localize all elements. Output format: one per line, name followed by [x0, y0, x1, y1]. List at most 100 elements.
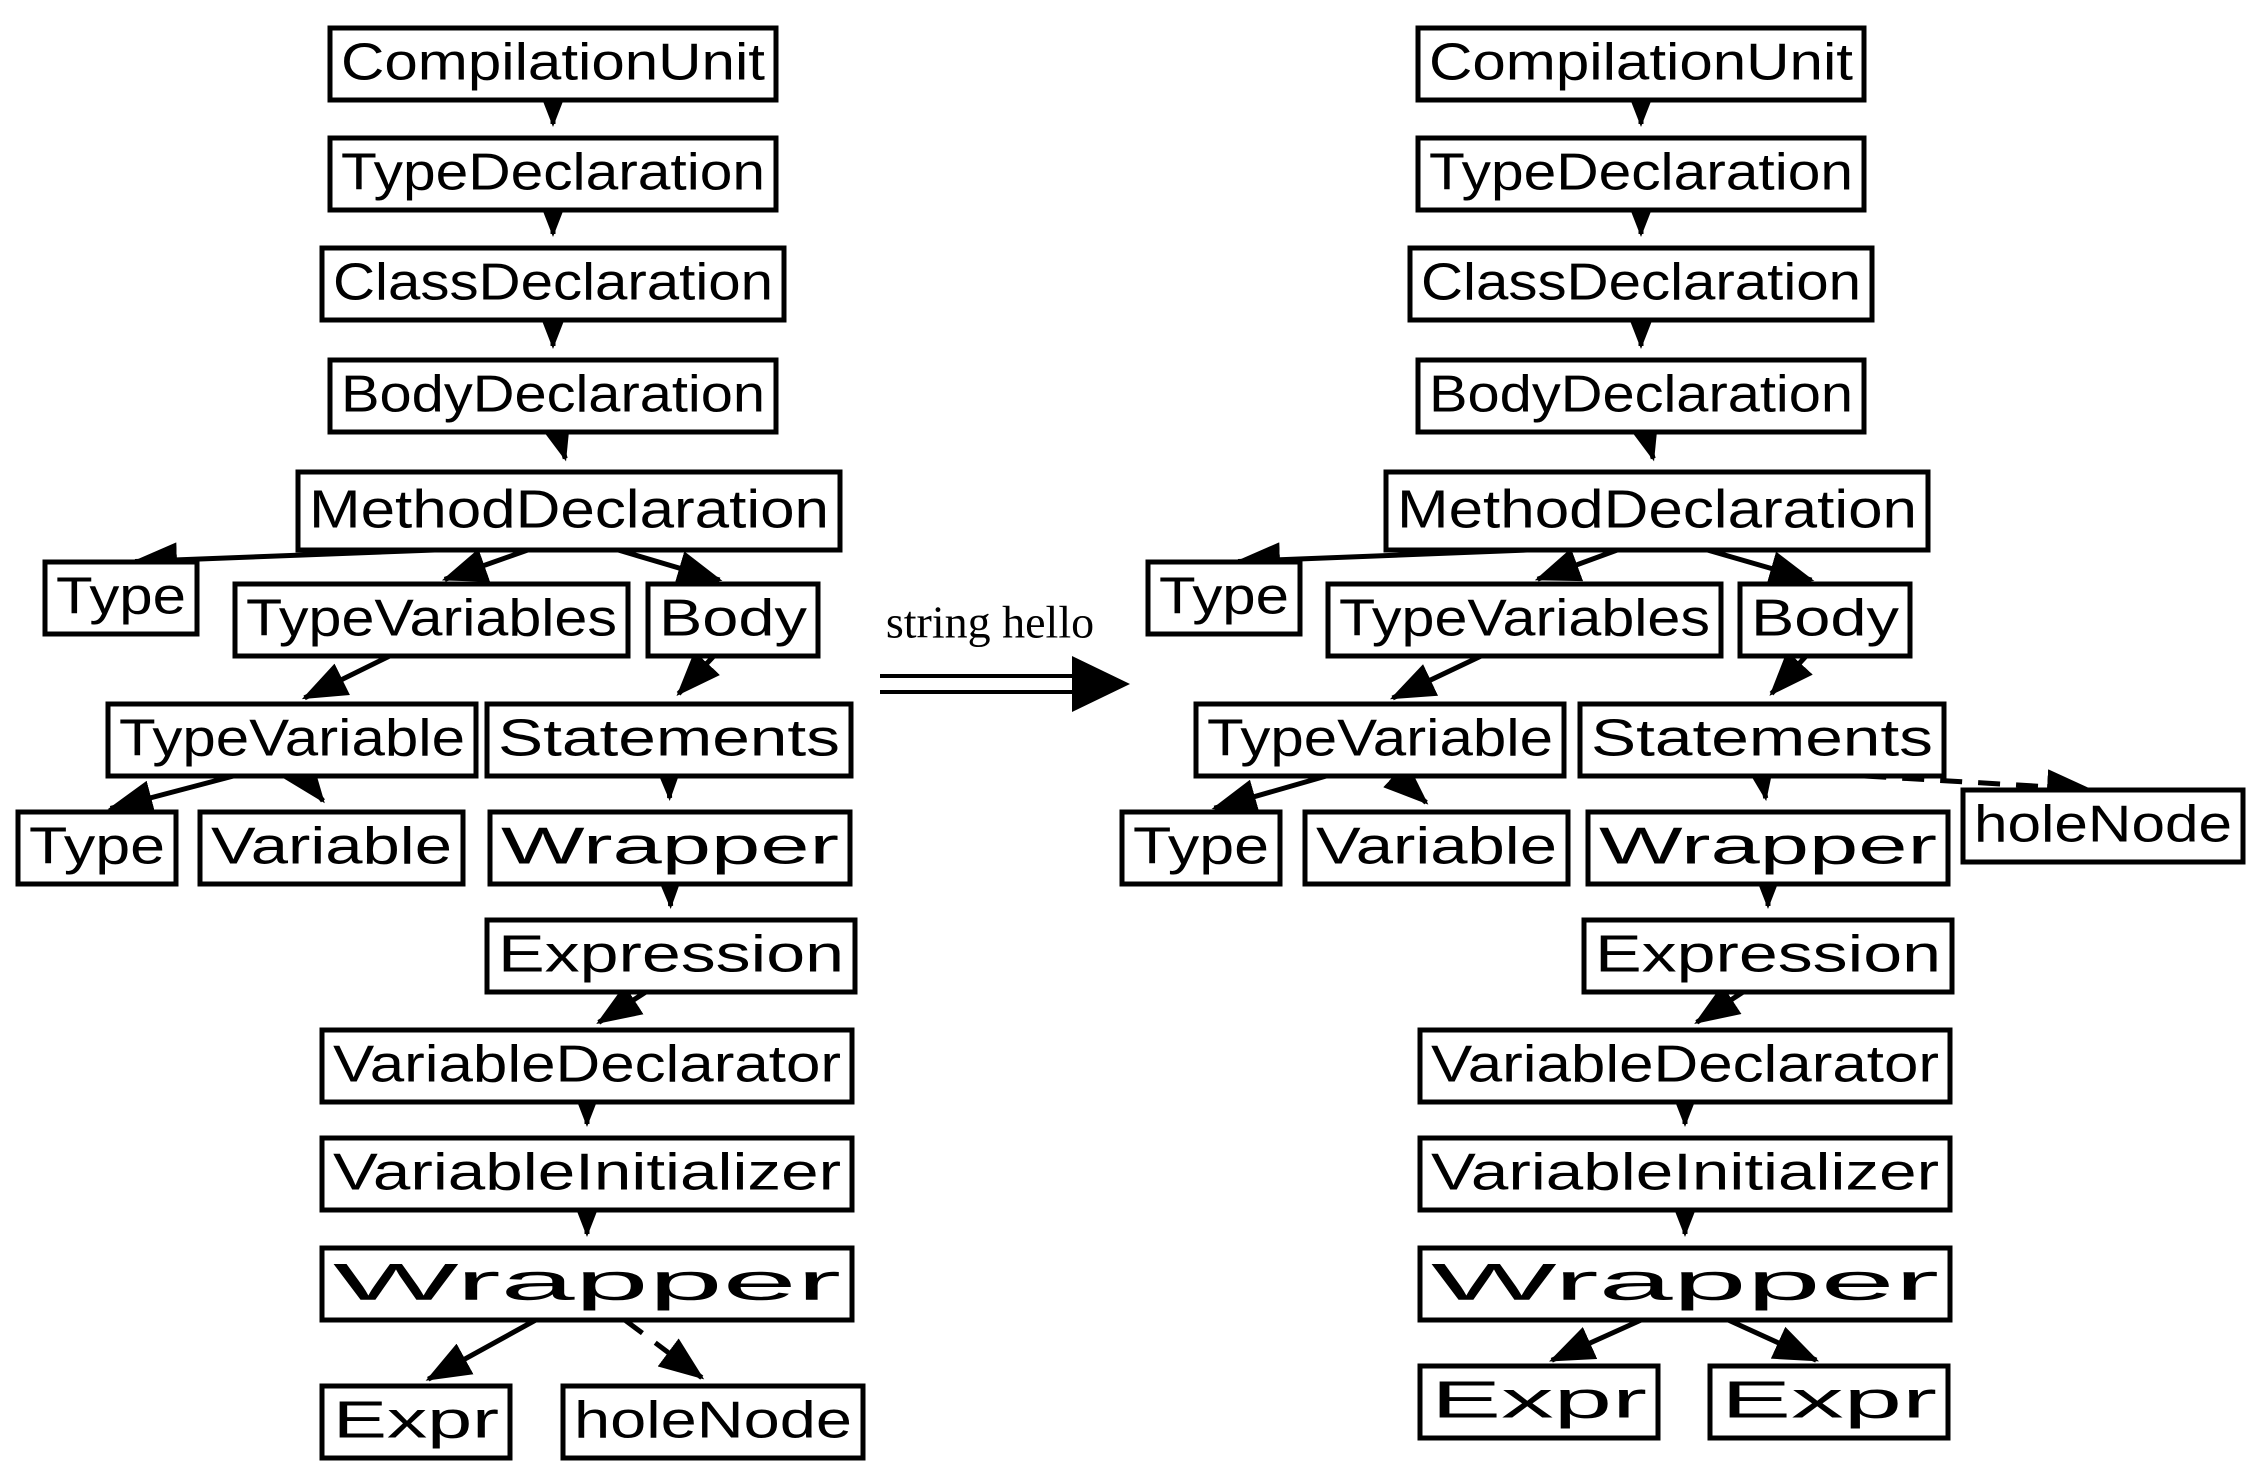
node-label: Wrapper — [501, 818, 839, 876]
node-label: VariableDeclarator — [333, 1036, 841, 1094]
node-type-declaration[interactable]: TypeDeclaration — [1415, 135, 1867, 213]
node-statements[interactable]: Statements — [484, 701, 854, 779]
node-method-declaration[interactable]: MethodDeclaration — [295, 469, 843, 553]
node-expression[interactable]: Expression — [484, 917, 858, 995]
node-wrapper[interactable]: Wrapper — [1417, 1245, 1953, 1323]
node-label: holeNode — [1974, 796, 2232, 854]
node-box — [1302, 809, 1571, 887]
node-label: Expr — [1431, 1372, 1647, 1430]
node-label: ClassDeclaration — [333, 254, 773, 312]
edge-statements-to-wrapper — [650, 755, 686, 802]
node-type-variable[interactable]: TypeVariable — [1193, 701, 1567, 779]
node-body[interactable]: Body — [645, 581, 821, 659]
node-label: Body — [659, 590, 807, 648]
node-box — [1707, 1363, 1951, 1441]
node-box — [484, 701, 854, 779]
node-variable-initializer[interactable]: VariableInitializer — [319, 1135, 855, 1213]
node-label: TypeDeclaration — [1429, 144, 1853, 202]
node-expression[interactable]: Expression — [1581, 917, 1955, 995]
node-variable[interactable]: Variable — [1302, 809, 1571, 887]
node-label: CompilationUnit — [341, 34, 766, 92]
node-hole-node[interactable]: holeNode — [1960, 787, 2246, 865]
node-label: Type — [29, 818, 165, 876]
node-label: TypeVariables — [246, 590, 617, 648]
node-type-variables[interactable]: TypeVariables — [1325, 581, 1724, 659]
node-body-declaration[interactable]: BodyDeclaration — [1415, 357, 1867, 435]
node-variable-declarator[interactable]: VariableDeclarator — [1417, 1027, 1953, 1105]
node-type-declaration[interactable]: TypeDeclaration — [327, 135, 779, 213]
node-box — [1415, 25, 1867, 103]
edge-type-variable-to-type — [107, 773, 235, 815]
node-type-variables[interactable]: TypeVariables — [232, 581, 631, 659]
node-box — [327, 357, 779, 435]
node-label: BodyDeclaration — [341, 366, 765, 424]
node-body-declaration[interactable]: BodyDeclaration — [327, 357, 779, 435]
node-box — [319, 1135, 855, 1213]
node-label: Wrapper — [333, 1254, 841, 1312]
node-wrapper[interactable]: Wrapper — [319, 1245, 855, 1323]
node-box — [1960, 787, 2246, 865]
node-variable[interactable]: Variable — [197, 809, 466, 887]
node-box — [1581, 917, 1955, 995]
node-type[interactable]: Type — [15, 809, 179, 887]
node-body[interactable]: Body — [1737, 581, 1913, 659]
node-label: TypeDeclaration — [341, 144, 765, 202]
node-label: Expression — [498, 926, 844, 984]
node-wrapper[interactable]: Wrapper — [487, 809, 853, 887]
edge-type-variables-to-type-variable — [1389, 653, 1483, 701]
node-box — [1415, 135, 1867, 213]
node-label: TypeVariable — [119, 710, 465, 768]
edge-expression-to-variable-declarator — [596, 984, 648, 1025]
node-box — [645, 581, 821, 659]
node-label: Body — [1751, 590, 1899, 648]
node-statements[interactable]: Statements — [1577, 701, 1947, 779]
edge-wrapper-to-expr — [1549, 1317, 1643, 1363]
node-label: Variable — [211, 818, 452, 876]
node-label: ClassDeclaration — [1421, 254, 1861, 312]
edge-body-declaration-to-method-declaration — [537, 413, 571, 462]
edge-type-variable-to-variable — [283, 756, 325, 804]
node-box — [15, 809, 179, 887]
edge-method-declaration-to-body — [617, 547, 723, 585]
node-label: Statements — [498, 710, 840, 768]
node-hole-node[interactable]: holeNode — [560, 1383, 866, 1461]
node-label: BodyDeclaration — [1429, 366, 1853, 424]
left-tree-nodes: CompilationUnitTypeDeclarationClassDecla… — [15, 25, 866, 1461]
node-compilation-unit[interactable]: CompilationUnit — [1415, 25, 1867, 103]
node-method-declaration[interactable]: MethodDeclaration — [1383, 469, 1931, 553]
node-box — [319, 1245, 855, 1323]
node-variable-initializer[interactable]: VariableInitializer — [1417, 1135, 1953, 1213]
node-label: TypeVariables — [1339, 590, 1710, 648]
node-box — [1119, 809, 1283, 887]
node-expr[interactable]: Expr — [1417, 1363, 1661, 1441]
node-type[interactable]: Type — [1145, 559, 1303, 637]
node-expr[interactable]: Expr — [319, 1383, 513, 1461]
node-label: Expr — [1721, 1372, 1937, 1430]
node-class-declaration[interactable]: ClassDeclaration — [319, 245, 787, 323]
node-expr[interactable]: Expr — [1707, 1363, 1951, 1441]
node-type[interactable]: Type — [42, 559, 200, 637]
node-box — [1383, 469, 1931, 553]
node-wrapper[interactable]: Wrapper — [1585, 809, 1951, 887]
edge-wrapper-to-expr — [425, 1317, 537, 1382]
edge-method-declaration-to-body — [1706, 547, 1815, 586]
node-class-declaration[interactable]: ClassDeclaration — [1407, 245, 1875, 323]
edge-wrapper-to-hole-node — [623, 1317, 705, 1380]
node-box — [42, 559, 200, 637]
edge-body-to-statements — [676, 651, 721, 696]
edge-body-declaration-to-method-declaration — [1625, 413, 1659, 462]
node-compilation-unit[interactable]: CompilationUnit — [327, 25, 779, 103]
node-variable-declarator[interactable]: VariableDeclarator — [319, 1027, 855, 1105]
edge-expression-to-variable-declarator — [1694, 984, 1745, 1025]
node-label: VariableInitializer — [333, 1144, 841, 1202]
node-box — [105, 701, 479, 779]
node-type[interactable]: Type — [1119, 809, 1283, 887]
node-box — [484, 917, 858, 995]
right-tree-nodes: CompilationUnitTypeDeclarationClassDecla… — [1119, 25, 2246, 1441]
node-box — [1585, 809, 1951, 887]
node-box — [232, 581, 631, 659]
node-type-variable[interactable]: TypeVariable — [105, 701, 479, 779]
node-label: Wrapper — [1599, 818, 1937, 876]
